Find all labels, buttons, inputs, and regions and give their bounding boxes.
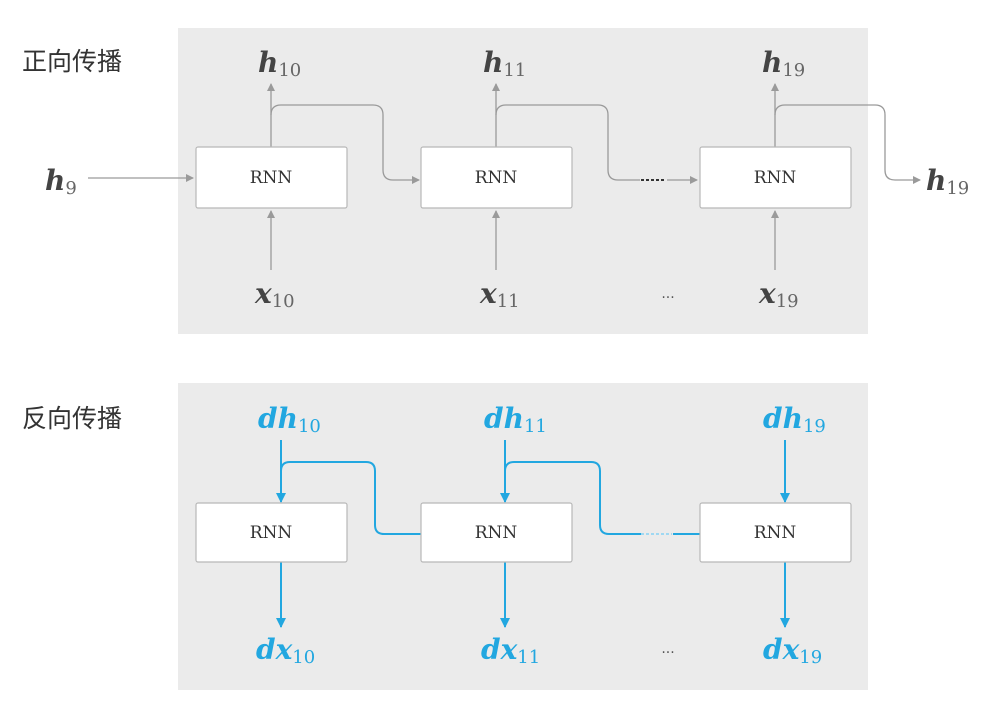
h19-out-label: h19	[926, 164, 969, 199]
recurrent-19-out	[774, 104, 921, 184]
rnn-label: RNN	[754, 168, 797, 188]
rnn-label: RNN	[250, 523, 293, 543]
dh19-label: dh19	[763, 402, 826, 437]
rnn-label: RNN	[754, 523, 797, 543]
dx19-label: dx19	[763, 633, 822, 668]
recurrent-back-dots-11	[504, 461, 641, 535]
rnn-label: RNN	[475, 168, 518, 188]
forward-rnn-2: RNN	[420, 146, 573, 209]
dh10-label: dh10	[258, 402, 321, 437]
backward-rnn-3: RNN	[699, 502, 852, 563]
x10-label: x10	[254, 277, 295, 312]
rnn-label: RNN	[250, 168, 293, 188]
forward-rnn-1: RNN	[195, 146, 348, 209]
dh11-label: dh11	[484, 402, 547, 437]
h11-label: h11	[483, 46, 526, 81]
forward-ellipsis: ...	[661, 286, 674, 302]
rnn-label: RNN	[475, 523, 518, 543]
h9-label: h9	[45, 164, 77, 199]
forward-label: 正向传播	[22, 47, 122, 76]
dx10-label: dx10	[256, 633, 315, 668]
forward-connections	[88, 83, 921, 270]
recurrent-10-11	[270, 104, 420, 184]
dx11-label: dx11	[481, 633, 540, 668]
recurrent-back-11-10	[280, 461, 421, 535]
backward-connections	[276, 440, 790, 628]
x11-label: x11	[479, 277, 520, 312]
h19-label: h19	[762, 46, 805, 81]
backward-label: 反向传播	[22, 404, 122, 433]
backward-ellipsis: ...	[661, 641, 674, 657]
recurrent-11-dots	[495, 104, 640, 181]
h10-label: h10	[258, 46, 301, 81]
forward-rnn-3: RNN	[699, 146, 852, 209]
backward-rnn-1: RNN	[195, 502, 348, 563]
backward-rnn-2: RNN	[420, 502, 573, 563]
x19-label: x19	[758, 277, 799, 312]
